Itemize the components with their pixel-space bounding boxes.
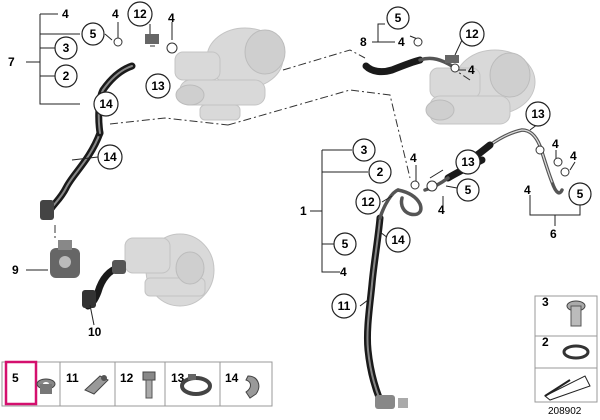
arrow-icon <box>544 375 591 401</box>
callout-14-b[interactable]: 14 <box>97 144 123 170</box>
parts-strip-num-3[interactable]: 13 <box>171 371 185 385</box>
washer-icon <box>36 378 56 394</box>
turbocharger-left-ghost <box>174 27 286 121</box>
callout-13-top[interactable]: 13 <box>145 73 171 99</box>
seal-ring-icon <box>562 344 590 360</box>
svg-text:14: 14 <box>391 233 405 247</box>
leader-lines <box>26 13 581 326</box>
callout-4-top[interactable]: 4 <box>62 7 69 21</box>
callout-4-j[interactable]: 4 <box>340 265 347 279</box>
svg-text:3: 3 <box>63 41 70 55</box>
callout-4-i[interactable]: 4 <box>438 203 445 217</box>
callout-4-d[interactable]: 4 <box>468 63 475 77</box>
bolt-icon <box>142 371 156 399</box>
callout-11[interactable]: 11 <box>331 293 357 319</box>
callout-12-topright[interactable]: 12 <box>459 21 485 47</box>
callout-12-top[interactable]: 12 <box>127 1 153 27</box>
clamp-icon <box>84 375 109 395</box>
svg-text:11: 11 <box>338 299 351 313</box>
parts-strip-num-0[interactable]: 5 <box>12 371 19 385</box>
svg-text:5: 5 <box>395 11 402 25</box>
callout-1[interactable]: 1 <box>300 204 307 218</box>
callout-14-mid[interactable]: 14 <box>385 227 411 253</box>
oil-return-hose-10 <box>82 260 126 310</box>
callout-4-a[interactable]: 4 <box>112 7 119 21</box>
connector-lines <box>54 45 471 240</box>
hose-clamp-icon <box>180 374 212 396</box>
callout-4-g[interactable]: 4 <box>524 183 531 197</box>
svg-text:5: 5 <box>90 27 97 41</box>
part-icons-strip <box>36 371 260 399</box>
callout-3-mid[interactable]: 3 <box>352 138 376 162</box>
oil-return-hose-right-11 <box>363 214 408 409</box>
callout-13-mid[interactable]: 13 <box>455 149 481 175</box>
parts-strip-num-2[interactable]: 12 <box>120 371 134 385</box>
parts-strip-num-4[interactable]: 14 <box>225 371 239 385</box>
diagram-number: 208902 <box>548 406 582 417</box>
svg-text:3: 3 <box>361 143 368 157</box>
clip-icon <box>245 375 260 399</box>
svg-text:13: 13 <box>531 107 545 121</box>
svg-text:5: 5 <box>577 187 584 201</box>
svg-text:5: 5 <box>465 183 472 197</box>
callout-10[interactable]: 10 <box>88 325 102 339</box>
callout-4-b[interactable]: 4 <box>168 11 175 25</box>
parts-column-num-0[interactable]: 3 <box>542 295 549 309</box>
callout-14-a[interactable]: 14 <box>93 91 119 117</box>
callout-4-f[interactable]: 4 <box>570 149 577 163</box>
svg-text:14: 14 <box>99 97 113 111</box>
callout-12-mid[interactable]: 12 <box>355 189 381 215</box>
svg-text:12: 12 <box>361 195 375 209</box>
oil-pump-ghost <box>124 233 215 307</box>
callout-2-left[interactable]: 2 <box>54 64 78 88</box>
callout-13-right[interactable]: 13 <box>525 101 551 127</box>
parts-strip-num-1[interactable]: 11 <box>66 371 79 385</box>
callout-3-left[interactable]: 3 <box>54 36 78 60</box>
callout-4-e[interactable]: 4 <box>552 137 559 151</box>
callout-8[interactable]: 8 <box>360 35 367 49</box>
callout-7[interactable]: 7 <box>8 55 15 69</box>
svg-text:13: 13 <box>461 155 475 169</box>
turbocharger-right-ghost <box>425 49 536 125</box>
svg-text:5: 5 <box>342 237 349 251</box>
callout-5-right[interactable]: 5 <box>568 182 592 206</box>
fittings <box>113 34 570 192</box>
svg-text:12: 12 <box>133 7 147 21</box>
parts-column <box>534 295 598 403</box>
oil-feed-hose-8 <box>362 56 454 76</box>
svg-text:2: 2 <box>63 69 70 83</box>
callout-4-c[interactable]: 4 <box>398 35 405 49</box>
oil-return-hose-left <box>40 62 136 220</box>
highlight-box <box>4 360 38 406</box>
callout-2-mid[interactable]: 2 <box>368 160 392 184</box>
callout-9[interactable]: 9 <box>12 263 19 277</box>
parts-column-num-1[interactable]: 2 <box>542 335 549 349</box>
svg-text:13: 13 <box>151 79 165 93</box>
screw-icon <box>566 300 586 327</box>
callout-5-topright[interactable]: 5 <box>386 6 410 30</box>
callout-5-mid[interactable]: 5 <box>456 178 480 202</box>
oil-feed-pipe-9 <box>50 240 80 278</box>
svg-text:12: 12 <box>465 27 479 41</box>
svg-text:2: 2 <box>377 165 384 179</box>
callout-4-h[interactable]: 4 <box>410 151 417 165</box>
svg-text:14: 14 <box>103 150 117 164</box>
callout-5-mid2[interactable]: 5 <box>333 232 357 256</box>
callout-6[interactable]: 6 <box>550 227 557 241</box>
callout-5-topleft[interactable]: 5 <box>81 22 105 46</box>
